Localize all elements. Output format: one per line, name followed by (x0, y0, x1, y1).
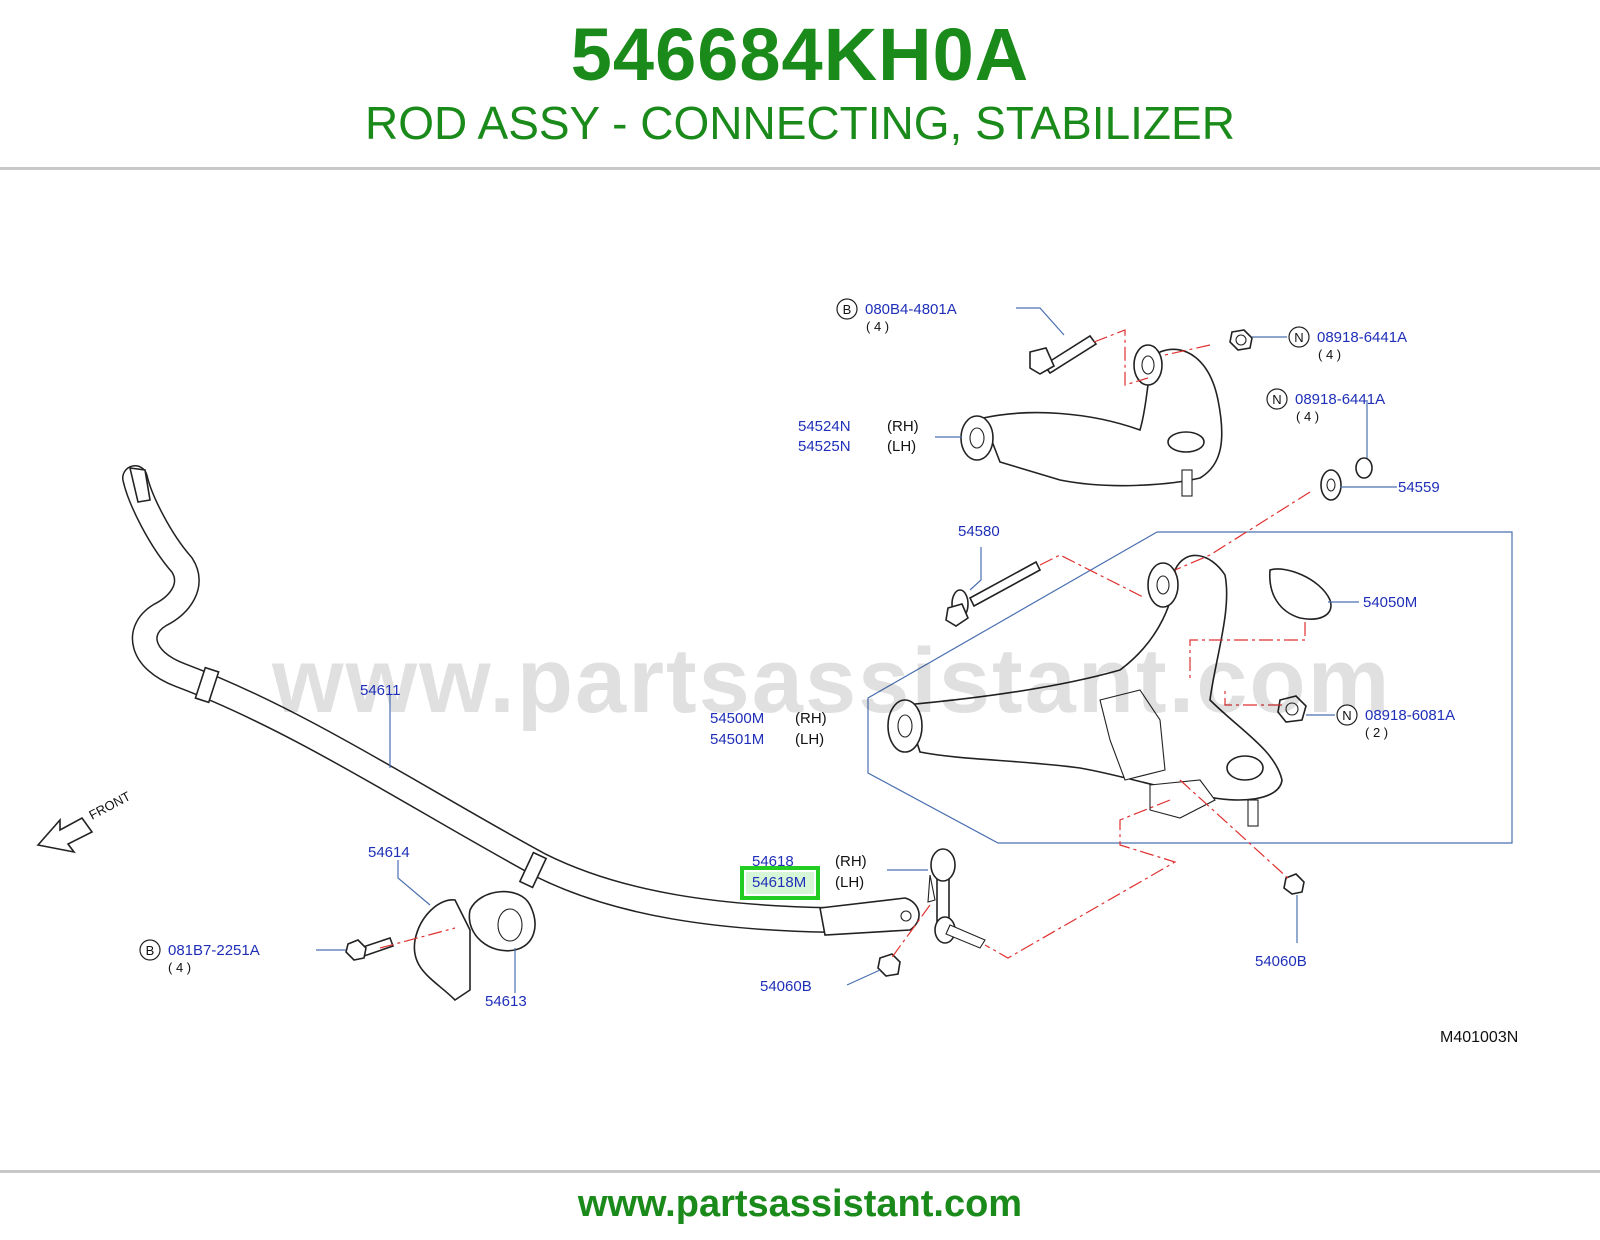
label-stabilizer-bar-54611[interactable]: 54611 (360, 682, 401, 699)
label-connecting-rod-rh[interactable]: 54618 (752, 853, 794, 870)
front-label: FRONT (86, 788, 133, 822)
qty-nut-6081A: ( 2 ) (1365, 725, 1388, 740)
watermark-text: www.partsassistant.com (271, 630, 1391, 732)
tag-lower-arm-lh: (LH) (795, 731, 824, 748)
label-bump-stop-54050M[interactable]: 54050M (1363, 594, 1417, 611)
qty-nut-6441A-top: ( 4 ) (1318, 347, 1341, 362)
cam-bolt-54580-drawing (945, 560, 1042, 627)
label-bolt-080B4[interactable]: 080B4-4801A (865, 301, 957, 318)
clamp-54614-drawing (413, 899, 471, 1002)
label-nut-54060B-right[interactable]: 54060B (1255, 953, 1307, 970)
parts-diagram: FRONT www.partsassistant.com B 0 (36, 298, 1518, 1046)
callout-circle-nut-6441A-top (1288, 326, 1310, 348)
upper-control-arm-drawing (960, 344, 1223, 497)
leader-lines (316, 307, 1397, 993)
connecting-rod-54618-drawing (927, 848, 986, 949)
lower-arm-group-box (867, 531, 1513, 844)
label-upper-arm-lh[interactable]: 54525N (798, 438, 851, 455)
tag-connecting-rod-lh: (LH) (835, 874, 864, 891)
callout-circle-bolt-080B4 (836, 298, 858, 320)
part-description: ROD ASSY - CONNECTING, STABILIZER (365, 97, 1235, 149)
bolt-081B7-drawing (345, 936, 395, 961)
label-nut-6441A-top[interactable]: 08918-6441A (1317, 329, 1407, 346)
part-number-title: 546684KH0A (570, 13, 1030, 96)
nut-54060B-right-drawing (1283, 873, 1305, 895)
label-connecting-rod-lh[interactable]: 54618M (752, 874, 806, 891)
bolt-080B4-drawing (1029, 334, 1098, 375)
label-bolt-081B7[interactable]: 081B7-2251A (168, 942, 260, 959)
tag-upper-arm-lh: (LH) (887, 438, 916, 455)
washer-54559-drawing (1320, 457, 1373, 501)
callout-prefix-nut-6441A-mid: N (1272, 392, 1281, 407)
label-nut-6441A-mid[interactable]: 08918-6441A (1295, 391, 1385, 408)
stabilizer-bar-drawing (122, 465, 920, 936)
label-upper-arm-rh[interactable]: 54524N (798, 418, 851, 435)
header-divider (0, 167, 1600, 170)
label-washer-54559[interactable]: 54559 (1398, 479, 1440, 496)
label-lower-arm-lh[interactable]: 54501M (710, 731, 764, 748)
qty-bolt-081B7: ( 4 ) (168, 960, 191, 975)
label-cam-bolt-54580[interactable]: 54580 (958, 523, 1000, 540)
qty-nut-6441A-mid: ( 4 ) (1296, 409, 1319, 424)
label-lower-arm-rh[interactable]: 54500M (710, 710, 764, 727)
tag-connecting-rod-rh: (RH) (835, 853, 867, 870)
callout-prefix-bolt-080B4: B (843, 302, 852, 317)
highlight-fill-54618M (746, 872, 814, 894)
tag-lower-arm-rh: (RH) (795, 710, 827, 727)
label-nut-6081A[interactable]: 08918-6081A (1365, 707, 1455, 724)
callout-circle-nut-6081A (1336, 704, 1358, 726)
nut-54060B-left-drawing (877, 953, 901, 977)
footer-divider (0, 1170, 1600, 1173)
bushing-54613-drawing (468, 890, 536, 952)
label-clamp-54614[interactable]: 54614 (368, 844, 410, 861)
highlight-box-54618M (740, 866, 820, 900)
nut-08918-6081A-drawing (1277, 695, 1307, 723)
callout-circle-bolt-081B7 (139, 939, 161, 961)
diagram-ref-code: M401003N (1440, 1029, 1518, 1046)
page-header: 546684KH0A ROD ASSY - CONNECTING, STABIL… (0, 0, 1600, 168)
label-bushing-54613[interactable]: 54613 (485, 993, 527, 1010)
callout-prefix-bolt-081B7: B (146, 943, 155, 958)
callout-circle-nut-6441A-mid (1266, 388, 1288, 410)
footer-url-link[interactable]: www.partsassistant.com (577, 1183, 1023, 1225)
qty-bolt-080B4: ( 4 ) (866, 319, 889, 334)
callout-prefix-nut-6081A: N (1342, 708, 1351, 723)
callout-prefix-nut-6441A-top: N (1294, 330, 1303, 345)
label-nut-54060B-left[interactable]: 54060B (760, 978, 812, 995)
nut-08918-6441A-top-drawing (1229, 329, 1253, 351)
tag-upper-arm-rh: (RH) (887, 418, 919, 435)
front-direction-arrow: FRONT (36, 788, 133, 854)
lower-control-arm-drawing (887, 554, 1283, 827)
assembly-dash-lines (379, 329, 1311, 961)
bump-stop-54050M-drawing (1269, 568, 1332, 620)
